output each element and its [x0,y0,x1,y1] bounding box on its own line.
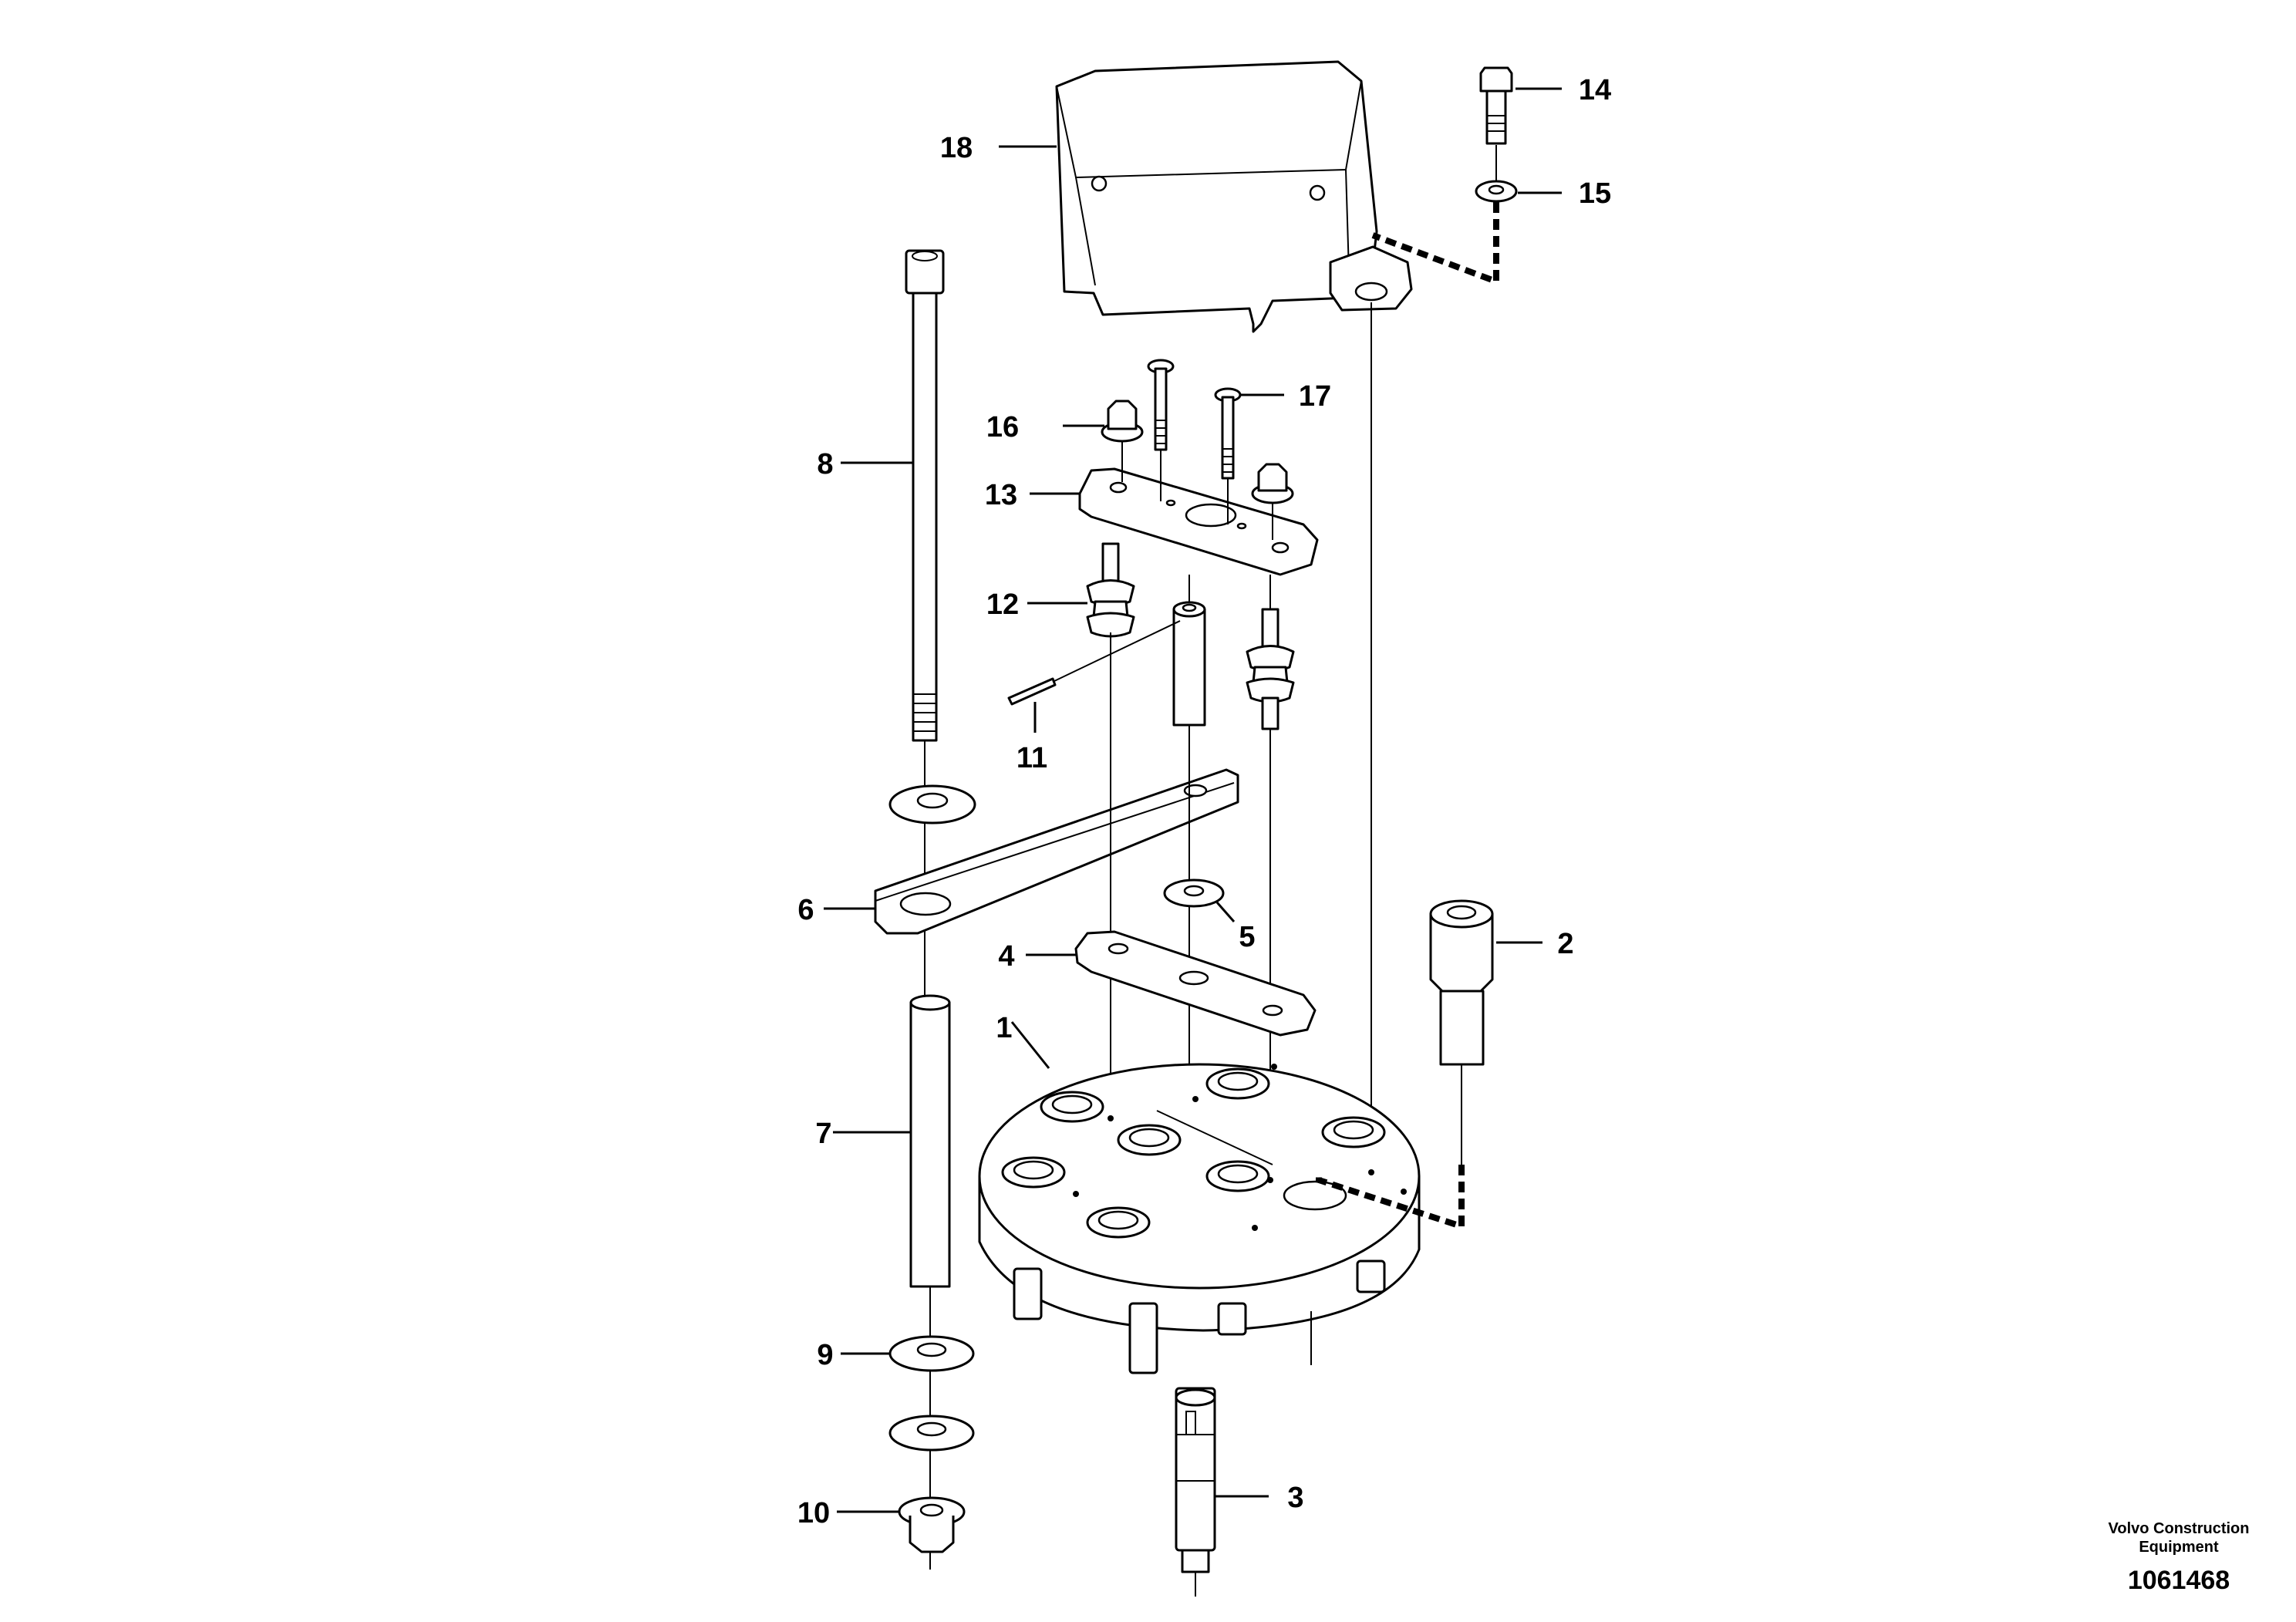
washer-part-15[interactable] [1475,180,1518,203]
label-17: 17 [1299,380,1331,413]
washer-part-5[interactable] [1163,878,1225,908]
label-11: 11 [1017,742,1047,774]
washer-upper[interactable] [888,784,976,824]
plate-part-13[interactable] [1078,467,1319,576]
nut-part-16-b[interactable] [1251,463,1294,504]
label-4: 4 [998,940,1014,973]
washer-lower[interactable] [888,1415,975,1452]
assembly-line-17 [1160,450,1229,524]
drawing-number: 1061468 [2128,1566,2230,1595]
label-16: 16 [986,411,1019,443]
screw-part-17[interactable] [1147,359,1175,451]
pin-part-11[interactable] [1007,677,1057,706]
studs-under-flange [1013,1259,1386,1374]
nut-part-16[interactable] [1101,400,1144,443]
label-8: 8 [817,448,833,481]
label-6: 6 [797,894,814,926]
spacer-part-7[interactable] [909,994,951,1288]
label-3: 3 [1287,1482,1303,1514]
plate-part-6[interactable] [874,768,1239,935]
bolt-part-2[interactable] [1429,899,1494,1066]
label-18: 18 [940,132,973,164]
leader-lines [824,87,1562,1513]
assembly-line-16 [1121,441,1273,540]
label-1: 1 [996,1012,1012,1044]
dashed-path-15-cover [1371,202,1499,286]
nut-part-10[interactable] [898,1496,966,1553]
label-5: 5 [1239,921,1255,953]
credit-line-1: Volvo Construction [2109,1520,2250,1537]
screw-part-17-b[interactable] [1214,387,1242,480]
label-9: 9 [817,1339,833,1371]
label-10: 10 [797,1497,830,1529]
cover-part-18[interactable] [1055,60,1413,333]
credit-line-2: Equipment [2139,1539,2219,1556]
label-15: 15 [1579,177,1611,210]
shaft-part-3[interactable] [1175,1387,1216,1573]
label-12: 12 [986,588,1019,621]
plate-part-4[interactable] [1074,930,1317,1037]
mount-part-12[interactable] [1086,542,1135,638]
label-13: 13 [985,479,1017,511]
dashed-path-2-base [1316,1165,1465,1231]
washer-part-9[interactable] [888,1335,975,1372]
flange-part-1[interactable] [978,1063,1421,1332]
label-7: 7 [815,1118,831,1150]
long-bolt-part-8[interactable] [905,249,945,742]
label-2: 2 [1557,928,1573,960]
mount-part-12-b[interactable] [1246,608,1295,730]
screw-part-14[interactable] [1479,66,1513,145]
label-14: 14 [1579,74,1611,106]
assembly-line-11 [1052,620,1181,683]
